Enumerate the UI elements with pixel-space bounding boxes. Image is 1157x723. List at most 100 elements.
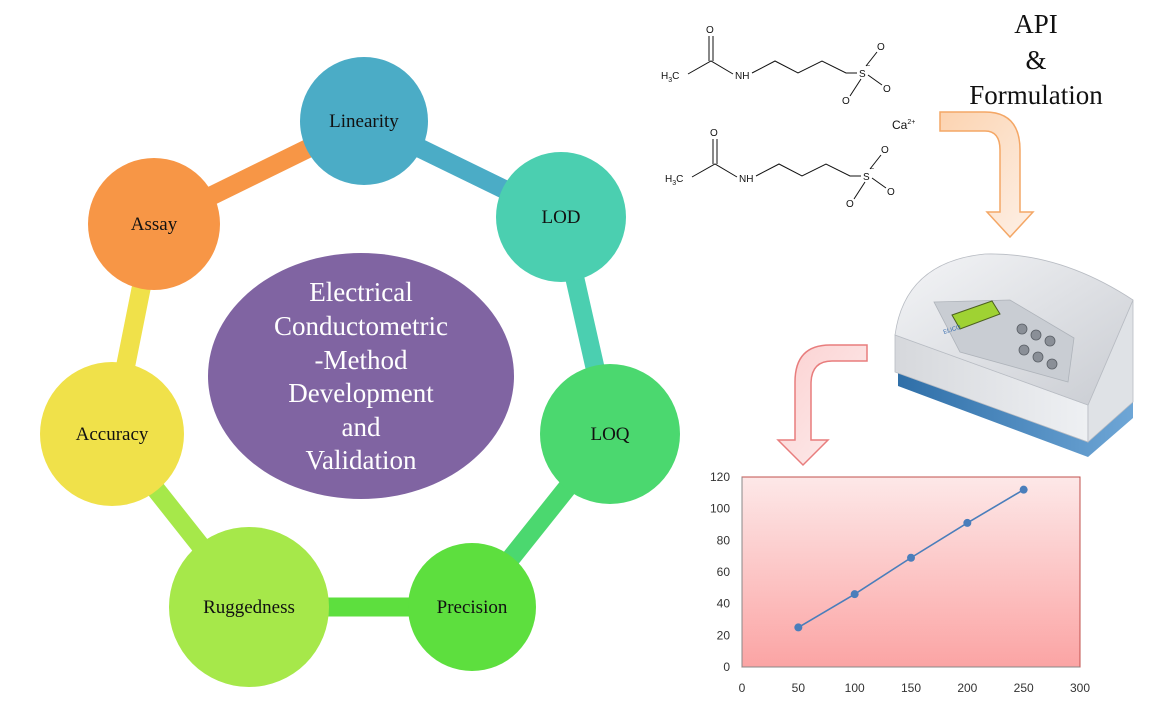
x-tick-label: 100 bbox=[845, 681, 865, 695]
node-circle-lod bbox=[496, 152, 626, 282]
device-button bbox=[1044, 335, 1056, 347]
y-tick-label: 60 bbox=[717, 565, 731, 579]
carbonyl-o-label: O bbox=[710, 128, 718, 139]
device-button bbox=[1016, 323, 1028, 335]
node-label-accuracy: Accuracy bbox=[76, 424, 149, 445]
device-button bbox=[1032, 351, 1044, 363]
node-label-lod: LOD bbox=[541, 207, 580, 228]
bond-chain bbox=[691, 163, 738, 178]
x-tick-label: 150 bbox=[901, 681, 921, 695]
x-tick-label: 200 bbox=[957, 681, 977, 695]
api-formulation-label: API & Formulation bbox=[969, 9, 1103, 110]
center-label-4: Development bbox=[288, 378, 434, 408]
device-brand: ELICO bbox=[943, 325, 962, 336]
conductometer-device-icon: ELICO bbox=[894, 253, 1134, 457]
api-line-2: & bbox=[1025, 45, 1046, 75]
node-circle-precision bbox=[408, 543, 536, 671]
h3c-label: H3C bbox=[661, 71, 679, 84]
y-tick-label: 120 bbox=[710, 470, 730, 484]
data-point bbox=[794, 623, 803, 632]
device-button bbox=[1030, 329, 1042, 341]
device-button bbox=[1018, 344, 1030, 356]
so-bond-right bbox=[871, 177, 887, 189]
y-tick-label: 0 bbox=[723, 660, 730, 674]
chart-axes bbox=[741, 477, 1080, 668]
node-label-linearity: Linearity bbox=[329, 111, 399, 132]
so-bond-right bbox=[867, 74, 883, 86]
so-bond-down bbox=[849, 78, 862, 97]
so-bond-up bbox=[869, 154, 882, 170]
data-point bbox=[1019, 485, 1028, 494]
center-label-3: -Method bbox=[315, 345, 408, 375]
node-label-assay: Assay bbox=[131, 214, 178, 235]
y-tick-labels: 0 20 40 60 80 100 120 bbox=[710, 470, 730, 674]
node-circle-ruggedness bbox=[169, 527, 329, 687]
so-o-up: O bbox=[881, 145, 889, 156]
center-label-6: Validation bbox=[306, 445, 417, 475]
node-lod: LOD bbox=[496, 152, 626, 282]
center-label-2: Conductometric bbox=[274, 311, 448, 341]
node-circle-loq bbox=[540, 364, 680, 504]
device-button bbox=[1046, 358, 1058, 370]
node-label-loq: LOQ bbox=[590, 424, 629, 445]
so-o-down: O bbox=[846, 199, 854, 210]
nh-label: NH bbox=[735, 71, 749, 82]
sulfur-minus: − bbox=[866, 63, 870, 70]
data-point bbox=[907, 553, 915, 562]
node-label-precision: Precision bbox=[437, 597, 508, 618]
node-circle-assay bbox=[88, 158, 220, 290]
so-o-up: O bbox=[877, 42, 885, 53]
propyl-chain bbox=[751, 60, 857, 74]
data-point bbox=[963, 518, 972, 527]
so-o-right: O bbox=[887, 187, 895, 198]
x-tick-label: 250 bbox=[1014, 681, 1034, 695]
center-label-5: and bbox=[342, 412, 381, 442]
data-point bbox=[850, 590, 859, 599]
plot-area bbox=[741, 476, 1081, 668]
api-line-1: API bbox=[1014, 9, 1058, 39]
center-label-1: Electrical bbox=[309, 277, 412, 307]
nh-label: NH bbox=[739, 174, 753, 185]
h3c-label: H3C bbox=[665, 174, 683, 187]
propyl-chain bbox=[755, 163, 861, 177]
sulfur-minus: − bbox=[870, 166, 874, 173]
pink-curved-arrow-icon bbox=[776, 344, 868, 467]
so-bond-up bbox=[865, 51, 878, 67]
so-o-right: O bbox=[883, 84, 891, 95]
carbonyl-o-label: O bbox=[706, 25, 714, 36]
y-tick-label: 80 bbox=[717, 533, 731, 547]
api-line-3: Formulation bbox=[969, 80, 1103, 110]
device-lcd bbox=[951, 300, 1001, 330]
node-ruggedness: Ruggedness bbox=[169, 527, 329, 687]
calcium-ion: Ca2+ bbox=[892, 118, 915, 132]
y-tick-label: 20 bbox=[717, 628, 731, 642]
node-linearity: Linearity bbox=[300, 57, 428, 185]
node-accuracy: Accuracy bbox=[40, 362, 184, 506]
center-ellipse bbox=[208, 253, 514, 499]
y-tick-label: 100 bbox=[710, 502, 730, 516]
so-o-down: O bbox=[842, 96, 850, 107]
node-circle-linearity bbox=[300, 57, 428, 185]
series-points bbox=[794, 485, 1028, 632]
node-loq: LOQ bbox=[540, 364, 680, 504]
so-bond-down bbox=[853, 181, 866, 200]
node-label-ruggedness: Ruggedness bbox=[203, 597, 295, 618]
x-tick-label: 0 bbox=[739, 681, 746, 695]
orange-curved-arrow-icon bbox=[939, 111, 1035, 239]
sulfur-label: S bbox=[863, 172, 870, 183]
bond-chain bbox=[687, 60, 734, 75]
node-precision: Precision bbox=[408, 543, 536, 671]
node-assay: Assay bbox=[88, 158, 220, 290]
center-node: Electrical Conductometric -Method Develo… bbox=[208, 253, 514, 499]
node-circle-accuracy bbox=[40, 362, 184, 506]
x-tick-label: 50 bbox=[792, 681, 806, 695]
molecule-bottom: H3C O NH S − O O O bbox=[665, 128, 895, 210]
molecule-top: H3C O NH S − O O O bbox=[661, 25, 891, 107]
y-tick-label: 40 bbox=[717, 597, 731, 611]
sulfur-label: S bbox=[859, 69, 866, 80]
